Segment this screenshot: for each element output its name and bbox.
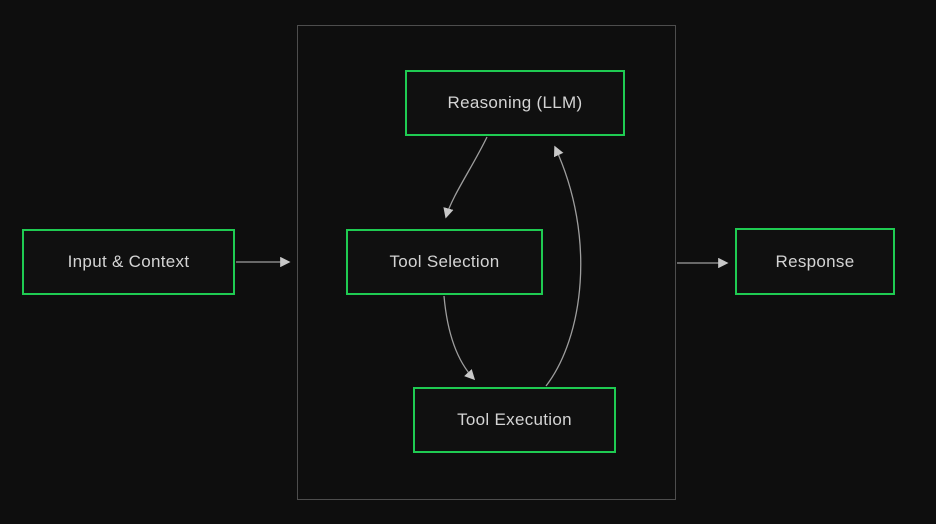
node-tool-execution: Tool Execution <box>413 387 616 453</box>
node-input-context-label: Input & Context <box>67 252 190 271</box>
node-tool-selection: Tool Selection <box>346 229 543 295</box>
node-response: Response <box>735 228 895 295</box>
node-reasoning-llm-label: Reasoning (LLM) <box>447 93 583 112</box>
node-tool-selection-label: Tool Selection <box>389 252 500 271</box>
node-tool-execution-label: Tool Execution <box>457 410 572 429</box>
node-response-label: Response <box>775 251 855 271</box>
node-input-context: Input & Context <box>22 229 235 295</box>
node-reasoning-llm: Reasoning (LLM) <box>405 70 625 136</box>
